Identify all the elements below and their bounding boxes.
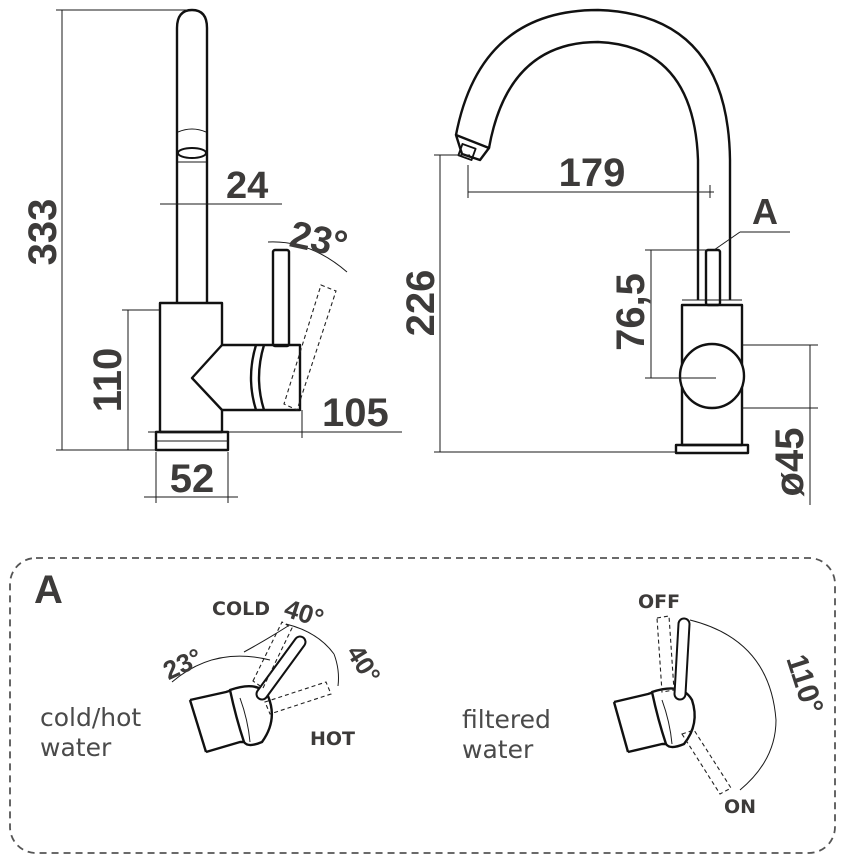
front-spout-outline [454, 8, 732, 300]
side-lever-tilted [283, 284, 337, 411]
front-lever-hub [678, 342, 746, 410]
dim-base-width: 52 [170, 457, 215, 501]
front-view: 226 179 A 76,5 ø45 [399, 8, 818, 505]
side-lever [271, 248, 291, 348]
mixer-cold-label: COLD [212, 598, 270, 620]
detail-a: A cold/hot water 23° COLD 40° 4 [9, 557, 836, 854]
mixer-cold-angle: 40° [281, 593, 328, 634]
detail-label: A [34, 568, 63, 612]
mixer-hot-label: HOT [310, 728, 355, 750]
mixer-caption-line1: cold/hot [40, 703, 141, 732]
mixer-caption-line2: water [40, 733, 112, 762]
filter-detail: filtered water OFF 110° ON [462, 591, 829, 818]
filter-caption-line1: filtered [462, 705, 551, 734]
side-body-outline [158, 301, 302, 434]
mixer-hot-angle: 40° [341, 639, 387, 688]
aerator-ring [177, 147, 207, 159]
dim-spout-reach: 179 [559, 151, 626, 195]
dim-outlet-height: 226 [399, 270, 443, 337]
filter-on-label: ON [724, 796, 756, 818]
dim-spout-diameter: 24 [226, 165, 268, 207]
mixer-tilt-angle: 23° [158, 642, 206, 686]
dim-lever-offset: 76,5 [609, 273, 653, 351]
mixer-detail: cold/hot water 23° COLD 40° 40° HOT [40, 593, 387, 762]
side-spout-outline [175, 8, 209, 303]
detail-frame [9, 557, 836, 854]
side-view: 333 24 23° 110 105 52 [21, 8, 402, 503]
filter-swing-angle: 110° [779, 651, 829, 719]
dim-body-height: 110 [86, 348, 130, 413]
dim-total-height: 333 [21, 199, 65, 266]
dim-base-diameter: ø45 [768, 428, 812, 497]
front-filter-lever [704, 248, 722, 307]
detail-callout-a: A [752, 191, 778, 232]
dim-lever-angle: 23° [286, 214, 351, 267]
filter-off-label: OFF [638, 591, 680, 613]
filter-caption-line2: water [462, 735, 534, 764]
dim-lever-reach: 105 [322, 391, 389, 435]
